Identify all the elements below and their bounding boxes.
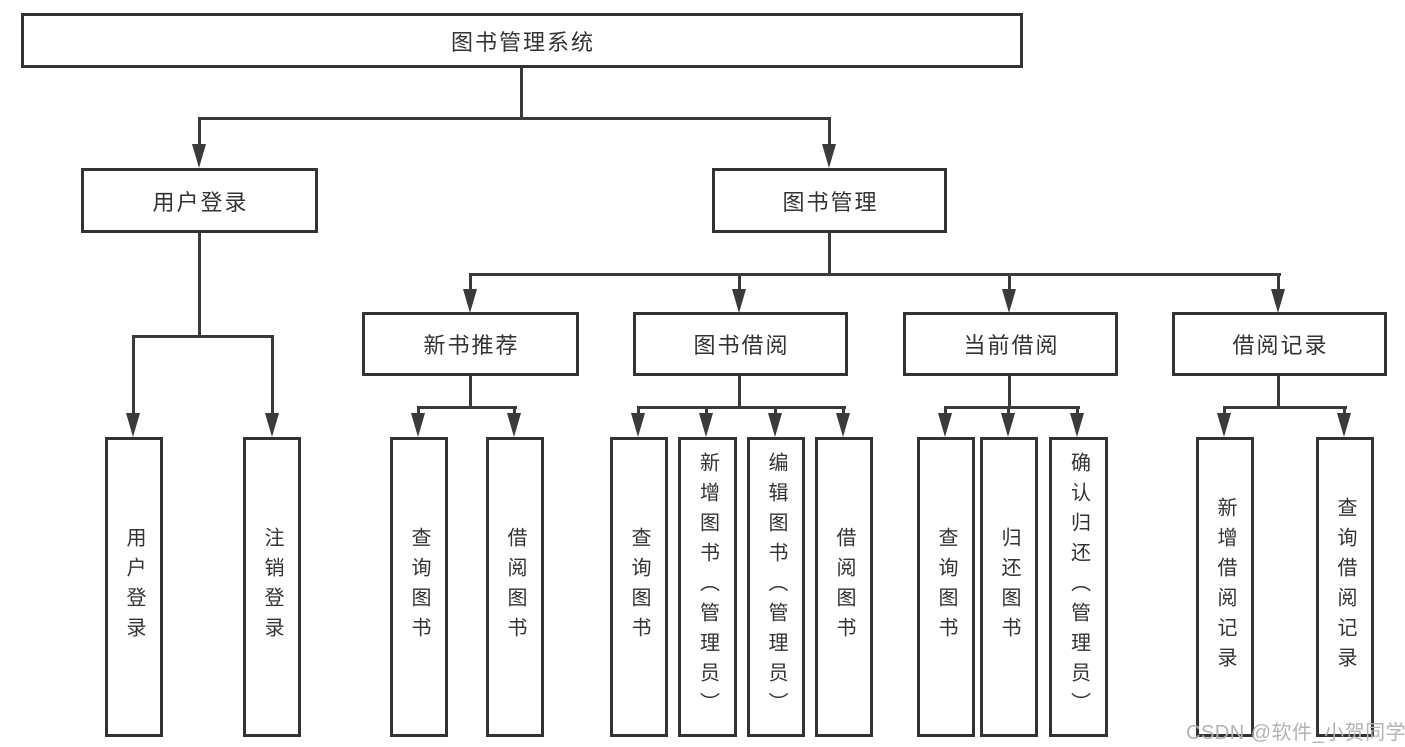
connector-line [520, 68, 523, 117]
connector-line [828, 117, 831, 146]
leaf-borrow-borrow-book: 借阅图书 [815, 437, 873, 737]
leaf-borrow-add-book-admin: 新增图书（管理员） [678, 437, 737, 737]
node-new-book-recommend: 新书推荐 [362, 312, 579, 376]
node-borrow-record: 借阅记录 [1172, 312, 1387, 376]
connector-line [1223, 406, 1347, 409]
leaf-current-query-book: 查询图书 [917, 437, 975, 737]
leaf-recommend-borrow-book: 借阅图书 [486, 437, 544, 737]
arrowhead-down-icon [1070, 413, 1084, 437]
connector-line [132, 335, 135, 415]
arrowhead-down-icon [265, 413, 279, 437]
arrowhead-down-icon [1217, 413, 1231, 437]
connector-line [417, 406, 420, 416]
arrowhead-down-icon [507, 413, 521, 437]
arrowhead-down-icon [1001, 413, 1015, 437]
connector-line [944, 406, 947, 416]
connector-line [944, 406, 1080, 409]
arrowhead-down-icon [732, 289, 746, 313]
csdn-watermark: CSDN @软件_小贺同学 [1186, 722, 1405, 744]
connector-line [198, 117, 201, 146]
connector-line [198, 117, 831, 120]
arrowhead-down-icon [699, 413, 713, 437]
connector-line [1008, 273, 1011, 291]
leaf-record-query-borrow-record: 查询借阅记录 [1316, 437, 1374, 737]
connector-line [469, 273, 1281, 276]
connector-line [774, 406, 777, 416]
arrowhead-down-icon [126, 413, 140, 437]
node-current-borrow: 当前借阅 [903, 312, 1118, 376]
leaf-logout: 注销登录 [243, 437, 301, 737]
leaf-current-confirm-return-admin: 确认归还（管理员） [1049, 437, 1108, 737]
leaf-record-add-borrow-record: 新增借阅记录 [1196, 437, 1254, 737]
node-book-borrow: 图书借阅 [633, 312, 848, 376]
connector-line [738, 273, 741, 291]
connector-line [738, 376, 741, 409]
arrowhead-down-icon [463, 289, 477, 313]
connector-line [417, 406, 517, 409]
leaf-borrow-edit-book-admin: 编辑图书（管理员） [747, 437, 805, 737]
connector-line [469, 273, 472, 291]
connector-line [1277, 273, 1280, 291]
arrowhead-down-icon [192, 144, 206, 168]
leaf-recommend-query-book: 查询图书 [390, 437, 448, 737]
arrowhead-down-icon [411, 413, 425, 437]
connector-line [828, 233, 831, 275]
arrowhead-down-icon [631, 413, 645, 437]
arrowhead-down-icon [836, 413, 850, 437]
connector-line [1343, 406, 1346, 416]
arrowhead-down-icon [822, 144, 836, 168]
connector-line [1076, 406, 1079, 416]
connector-line [842, 406, 845, 416]
arrowhead-down-icon [1002, 289, 1016, 313]
connector-line [513, 406, 516, 416]
connector-line [1223, 406, 1226, 416]
arrowhead-down-icon [768, 413, 782, 437]
arrowhead-down-icon [938, 413, 952, 437]
connector-line [637, 406, 640, 416]
connector-line [132, 335, 274, 338]
connector-line [469, 376, 472, 409]
leaf-borrow-query-book: 查询图书 [610, 437, 668, 737]
leaf-current-return-book: 归还图书 [980, 437, 1038, 737]
connector-line [1007, 406, 1010, 416]
node-book-management: 图书管理 [712, 168, 947, 233]
connector-line [705, 406, 708, 416]
arrowhead-down-icon [1337, 413, 1351, 437]
connector-line [637, 406, 846, 409]
leaf-user-login: 用户登录 [105, 437, 163, 737]
connector-line [198, 233, 201, 338]
node-root-library-system: 图书管理系统 [21, 13, 1023, 68]
node-user-login: 用户登录 [81, 168, 318, 233]
connector-line [1008, 376, 1011, 409]
arrowhead-down-icon [1271, 289, 1285, 313]
connector-line [271, 335, 274, 415]
connector-line [1277, 376, 1280, 409]
